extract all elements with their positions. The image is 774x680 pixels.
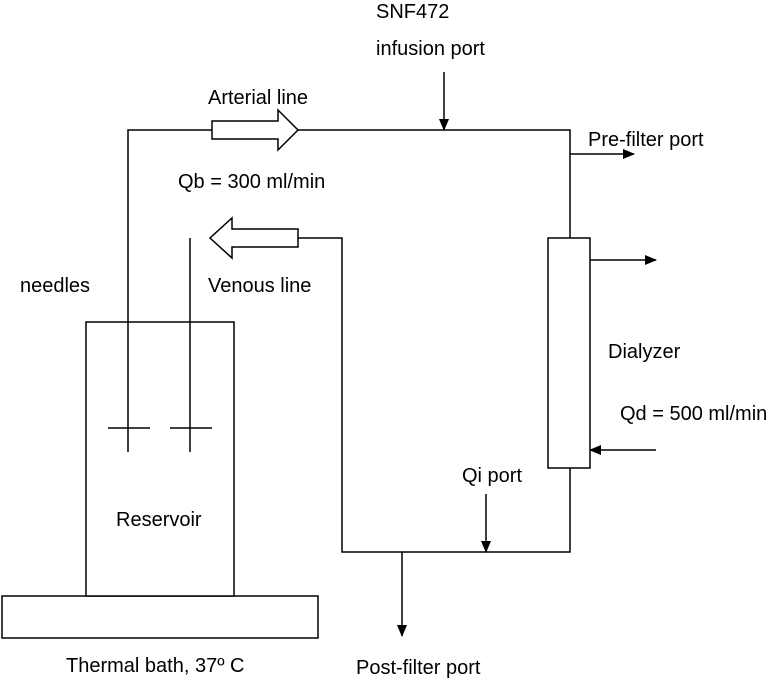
post-filter-port-label: Post-filter port xyxy=(356,657,481,679)
qd-flow-label: Qd = 500 ml/min xyxy=(620,403,767,425)
pre-filter-port-label: Pre-filter port xyxy=(588,129,704,151)
dialyzer-label: Dialyzer xyxy=(608,341,681,363)
thermal-bath-label: Thermal bath, 37º C xyxy=(66,655,245,677)
snf472-label: SNF472 xyxy=(376,1,449,23)
arterial-line-tube xyxy=(127,129,571,452)
reservoir-label: Reservoir xyxy=(116,509,202,531)
venous-line-label: Venous line xyxy=(208,275,311,297)
thermal-bath-box xyxy=(1,595,319,639)
qb-flow-label: Qb = 300 ml/min xyxy=(178,171,325,193)
needles-label: needles xyxy=(20,275,90,297)
arterial-line-label: Arterial line xyxy=(208,87,308,109)
venous-return-tube xyxy=(298,237,571,553)
qi-port-label: Qi port xyxy=(462,465,522,487)
infusion-port-label: infusion port xyxy=(376,38,485,60)
dialyzer-box xyxy=(547,237,591,469)
arterial-flow-arrow xyxy=(211,108,300,152)
venous-flow-arrow xyxy=(208,216,299,260)
reservoir-box xyxy=(85,321,235,597)
